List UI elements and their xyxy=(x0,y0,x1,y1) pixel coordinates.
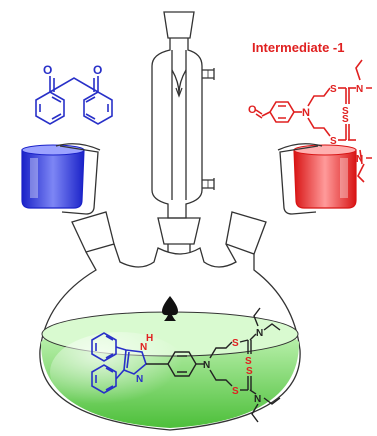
condenser-top-joint xyxy=(163,11,195,39)
red-beaker xyxy=(277,143,357,215)
benzil-structure: O O xyxy=(35,63,113,125)
product-central-nitrogen: N xyxy=(203,360,210,371)
product-sulfur-a: S xyxy=(232,338,239,349)
product-sulfur-b: S xyxy=(245,356,252,367)
product-nitrogen-a: N xyxy=(256,328,263,339)
intermediate-sulfur-top-2: S xyxy=(342,106,349,117)
intermediate-aldehyde-oxygen: O xyxy=(248,104,257,116)
intermediate-sulfur-top-1: S xyxy=(330,84,337,95)
product-nitrogen-b: N xyxy=(254,394,261,405)
intermediate-structure: O N S S N S S N xyxy=(248,59,372,183)
reaction-mixture xyxy=(40,311,300,428)
intermediate-central-nitrogen: N xyxy=(302,107,310,119)
stir-bar-icon xyxy=(162,296,178,321)
condenser-inner-tube xyxy=(171,50,187,200)
product-imidazole-n: N xyxy=(136,374,143,385)
intermediate-nitrogen-bottom: N xyxy=(356,154,363,165)
condenser-bottom-joint xyxy=(157,217,201,245)
product-sulfur-d: S xyxy=(246,366,253,377)
benzil-oxygen-2: O xyxy=(93,63,102,77)
reflux-condenser xyxy=(151,11,215,252)
flask-right-neck-joint xyxy=(225,211,267,255)
product-structure: N H N N S S N S S N xyxy=(91,307,281,423)
intermediate-sulfur-bottom-1: S xyxy=(330,136,337,147)
intermediate-sulfur-bottom-2: S xyxy=(342,114,349,125)
condenser-jacket xyxy=(151,38,203,219)
blue-beaker xyxy=(21,143,101,215)
intermediate-nitrogen-top: N xyxy=(356,84,363,95)
flask-left-neck-joint xyxy=(71,211,115,253)
product-sulfur-c: S xyxy=(232,386,239,397)
product-imidazole-nh-n: N xyxy=(140,342,147,353)
product-imidazole-h: H xyxy=(146,333,153,344)
intermediate-label: Intermediate -1 xyxy=(252,40,344,55)
benzil-oxygen-1: O xyxy=(43,63,52,77)
